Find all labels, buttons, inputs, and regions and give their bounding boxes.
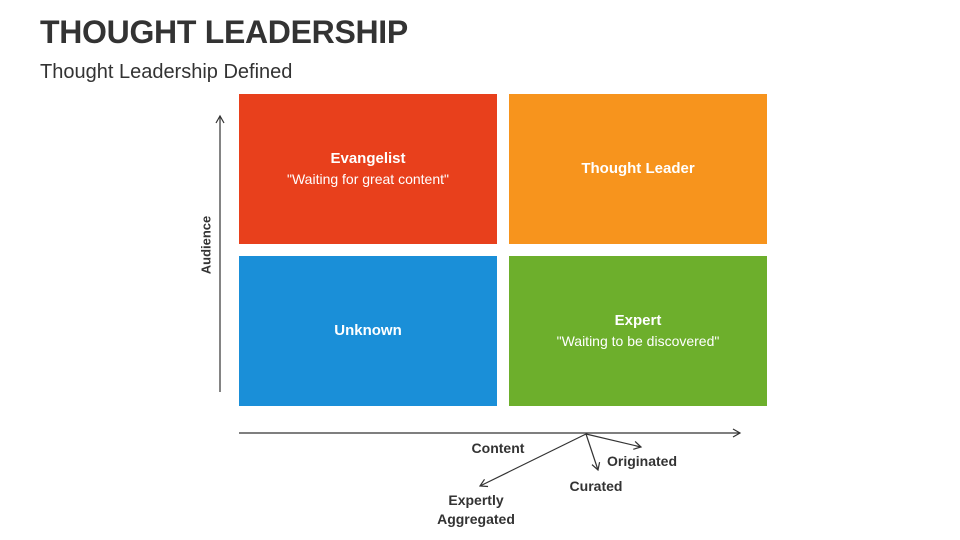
x-axis-label: Content [471,440,525,456]
quadrant-expert: Expert "Waiting to be discovered" [509,256,767,406]
branch-arrow-expertly-aggregated [478,433,587,488]
branch-arrow-curated [585,433,601,472]
quadrant-title: Thought Leader [581,160,695,177]
branch-label-originated: Originated [606,453,677,469]
quadrant-thought-leader: Thought Leader [509,94,767,244]
quadrant-unknown: Unknown [239,256,497,406]
quadrant-subtitle: "Waiting to be discovered" [556,333,720,349]
quadrant-title: Expert [614,312,662,329]
quadrant-subtitle: "Waiting for great content" [287,171,449,187]
page-subtitle: Thought Leadership Defined [40,61,293,83]
branch-label-curated: Curated [569,478,623,494]
quadrant-title: Evangelist [330,150,406,167]
quadrant-title: Unknown [334,322,402,339]
branch-label-expertly-aggregated: Expertly Aggregated [437,492,515,527]
branch-arrow-originated [585,433,643,450]
y-axis-label: Audience [198,215,214,275]
quadrant-evangelist: Evangelist "Waiting for great content" [239,94,497,244]
page-title: THOUGHT LEADERSHIP [40,14,408,50]
